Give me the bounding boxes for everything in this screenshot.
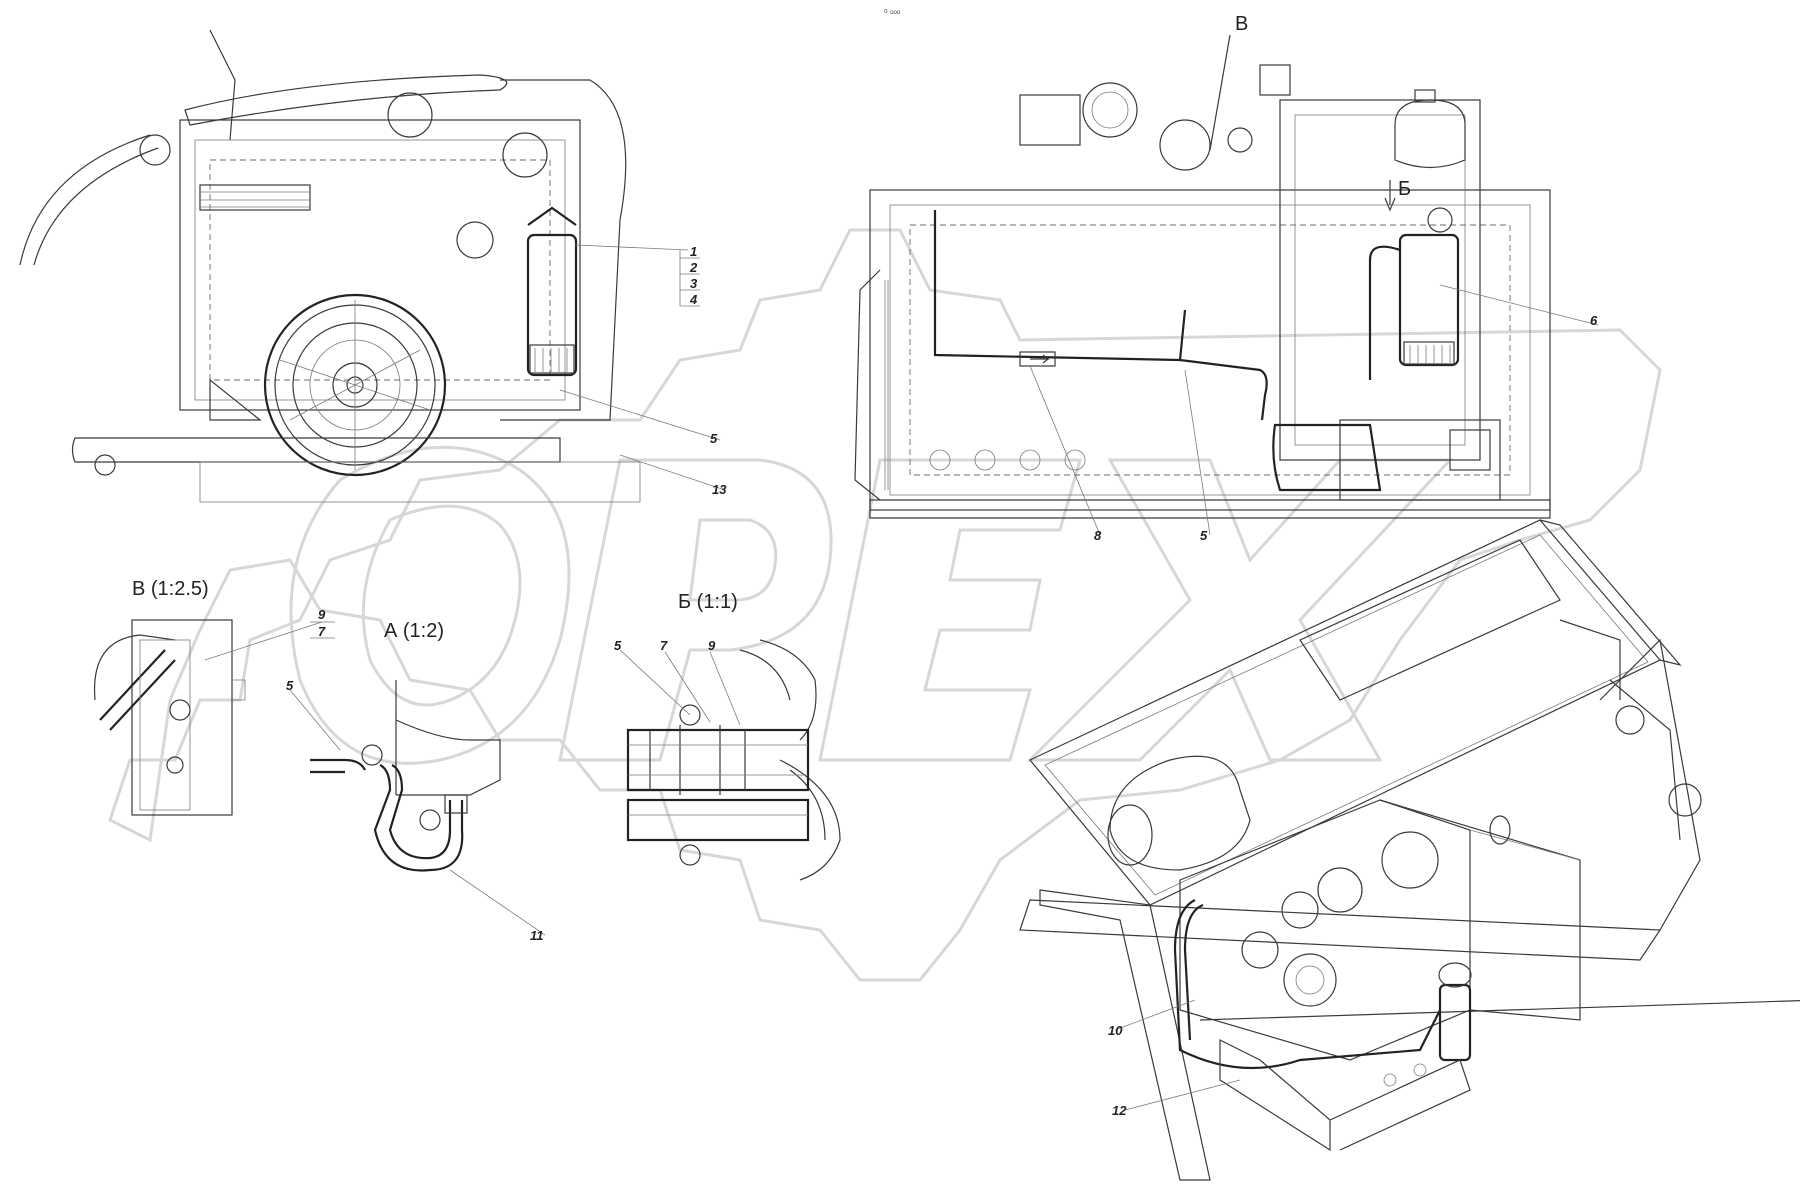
callouts-iso-view: 10 12 — [1108, 999, 1241, 1118]
callouts-left-view: 1 2 3 4 5 13 — [559, 244, 727, 497]
section-b-title: Б (1:1) — [678, 591, 738, 613]
callout-6: 6 — [1590, 313, 1598, 328]
detail-view-v: В (1:2.5) 9 7 — [93, 578, 335, 816]
section-view-b: Б (1:1) 5 7 9 — [614, 591, 841, 881]
callout-7-b: 7 — [660, 638, 668, 653]
fuel-filter-right — [1368, 207, 1460, 380]
right-side-view: В Б — [854, 13, 1551, 519]
callout-12: 12 — [1112, 1103, 1127, 1118]
left-side-view — [19, 29, 641, 503]
callout-2: 2 — [689, 260, 698, 275]
callout-9-v: 9 — [318, 607, 326, 622]
callout-7-v: 7 — [318, 624, 326, 639]
callout-5-right: 5 — [1200, 528, 1208, 543]
isometric-frame-view — [1019, 519, 1800, 1181]
callout-5-a: 5 — [286, 678, 294, 693]
callout-3: 3 — [690, 276, 698, 291]
callout-4: 4 — [689, 292, 698, 307]
callout-5-b: 5 — [614, 638, 622, 653]
flywheel — [263, 293, 447, 477]
callout-11: 11 — [530, 928, 544, 943]
detail-a-title: А (1:2) — [384, 620, 444, 642]
detail-v-title: В (1:2.5) — [132, 578, 209, 600]
callout-1: 1 — [690, 244, 697, 259]
detail-view-a: А (1:2) 5 11 — [286, 620, 546, 943]
callout-9-b: 9 — [708, 638, 716, 653]
section-marker-b: Б — [1398, 178, 1411, 200]
header-mark: ⁰ ᵒᵒᵒ — [884, 8, 901, 18]
fuel-filter-left — [526, 206, 578, 377]
callout-5-left: 5 — [710, 431, 718, 446]
callouts-right-view: 6 8 5 — [1029, 284, 1599, 543]
callout-13: 13 — [712, 482, 727, 497]
view-marker-v: В — [1235, 13, 1248, 35]
callout-10: 10 — [1108, 1023, 1123, 1038]
callout-8: 8 — [1094, 528, 1102, 543]
